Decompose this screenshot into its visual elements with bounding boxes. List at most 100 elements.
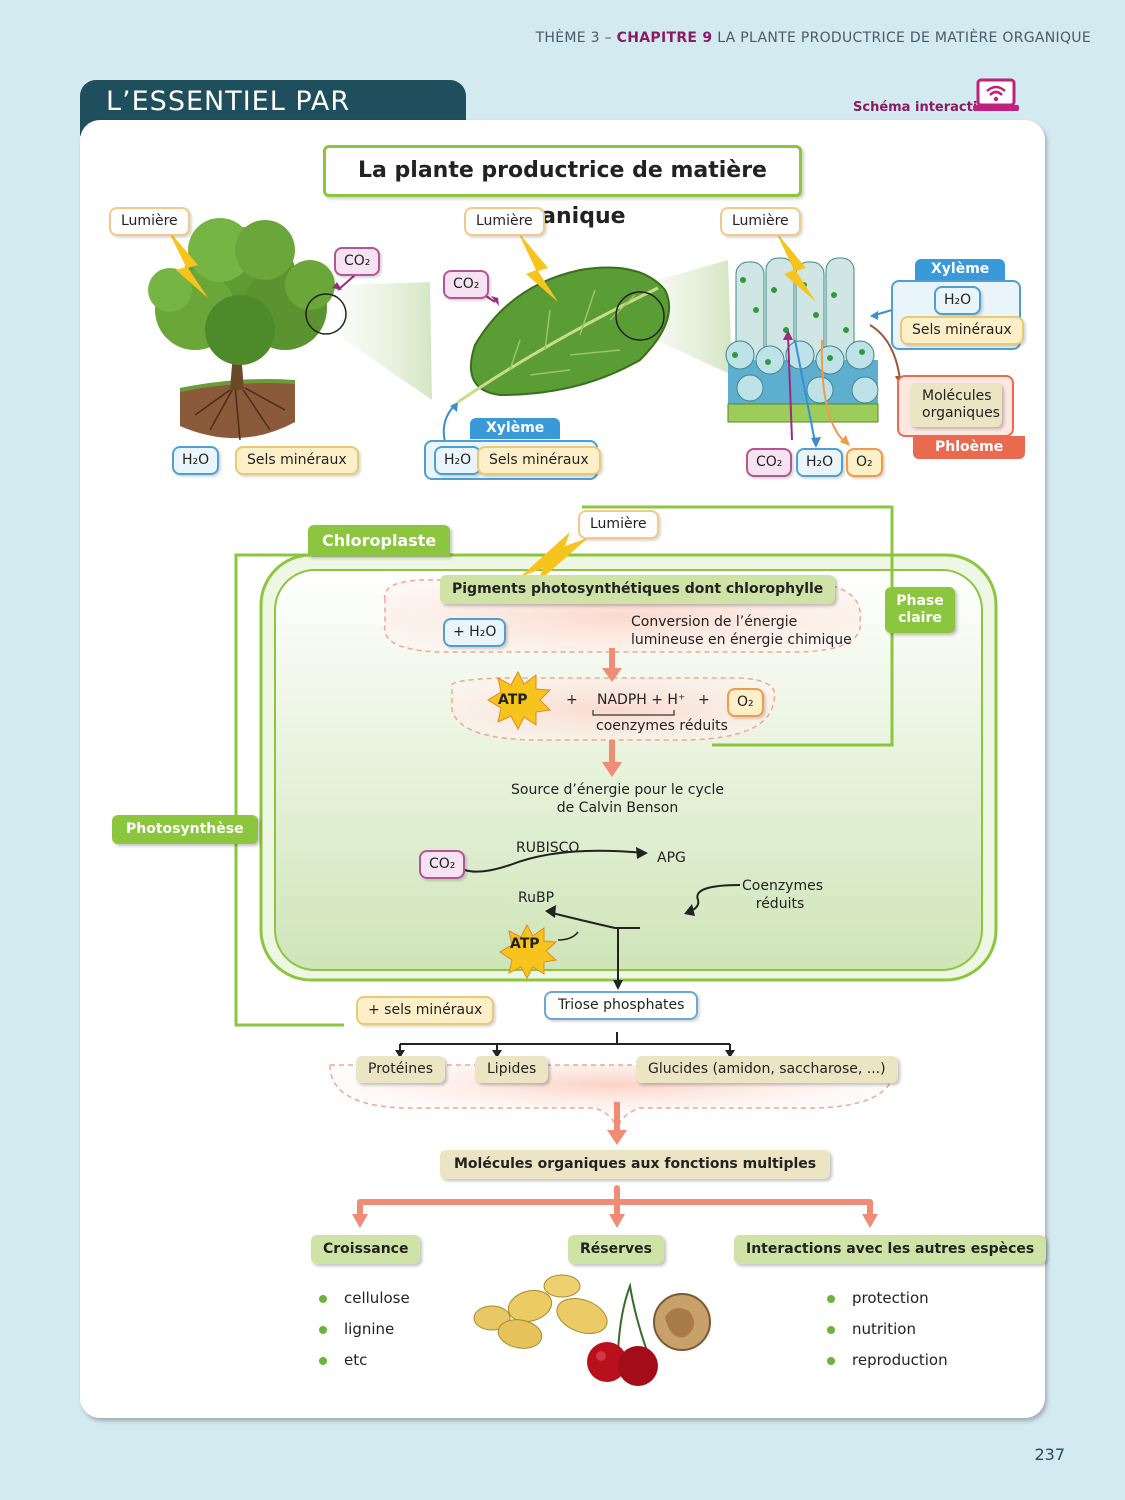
lumiere-label-cells: Lumière — [720, 207, 801, 236]
h2o-label-cells-out: H₂O — [796, 448, 844, 477]
zoom-circle-tree — [305, 293, 347, 335]
triose-label: Triose phosphates — [544, 991, 699, 1020]
products-diagram — [329, 1032, 896, 1228]
coenzymes-reduits-label: Coenzymes réduits — [742, 878, 824, 912]
xylem-arrow — [442, 404, 456, 443]
plant-illustrations — [148, 218, 905, 448]
xyleme-tab-cells: Xylème — [915, 259, 1006, 280]
header-chapter: CHAPITRE 9 — [616, 30, 713, 46]
lumiere-label-chloro: Lumière — [578, 510, 659, 539]
source-energie-text: Source d’énergie pour le cycle de Calvin… — [511, 782, 724, 816]
pigments-label: Pigments photosynthétiques dont chloroph… — [440, 575, 836, 604]
arrowheads — [352, 1214, 878, 1228]
o2-label-chloro: O₂ — [727, 688, 764, 717]
tree-canopy — [148, 218, 335, 365]
bracket — [592, 710, 675, 716]
apg-label: APG — [657, 850, 686, 866]
co2-leaf-arrow — [787, 334, 793, 441]
arrowhead — [450, 402, 458, 412]
interaction-item: reproduction — [827, 1351, 948, 1369]
coenzymes-arrow — [687, 884, 741, 913]
potatoes — [473, 1274, 608, 1349]
nadph-label: NADPH + H⁺ — [597, 692, 686, 708]
atp-burst-cycle — [499, 923, 558, 980]
reserves-illustration — [473, 1274, 711, 1386]
sels-mineraux-label: + sels minéraux — [356, 996, 495, 1025]
zoom-circle-leaf — [615, 291, 665, 341]
walnut — [653, 1293, 711, 1351]
arrowhead — [332, 282, 342, 290]
zoom-cone-tree — [342, 282, 432, 400]
lumiere-label-leaf: Lumière — [464, 207, 545, 236]
sels-label-cells: Sels minéraux — [900, 316, 1024, 345]
cherries — [587, 1282, 658, 1386]
conversion-text: Conversion de l’énergie lumineuse en éne… — [631, 614, 852, 648]
arrowhead — [607, 1130, 627, 1145]
glucides-label: Glucides (amidon, saccharose, ...) — [636, 1056, 898, 1083]
atp-burst — [487, 670, 552, 731]
coenzymes-label: coenzymes réduits — [596, 718, 728, 734]
h2o-leaf-arrow — [794, 339, 816, 443]
phloem-arrow — [869, 324, 901, 381]
product-branches — [399, 1032, 731, 1052]
leaf — [457, 266, 671, 404]
co2-label-cells: CO₂ — [746, 448, 793, 477]
h2o-label-leaf: H₂O — [434, 446, 482, 475]
interactive-link[interactable]: Schéma interactif — [853, 100, 983, 115]
rubisco-label: RUBISCO — [516, 840, 580, 856]
arrowhead — [811, 437, 821, 448]
arrowhead — [545, 905, 556, 918]
photosynthese-label: Photosynthèse — [112, 815, 258, 844]
interactions-label: Interactions avec les autres espèces — [734, 1235, 1047, 1264]
chloroplaste-label: Chloroplaste — [308, 525, 451, 557]
calvin-arrow-apg — [464, 849, 646, 873]
roots — [194, 384, 286, 441]
croissance-item: etc — [318, 1351, 368, 1369]
arrowhead — [870, 311, 878, 320]
croissance-item: lignine — [318, 1320, 395, 1338]
leaf-cells — [725, 257, 879, 423]
arrowhead — [783, 330, 793, 340]
page-number: 237 — [1034, 1445, 1065, 1464]
arrowhead — [613, 980, 623, 990]
running-header: THÈME 3 – CHAPITRE 9 LA PLANTE PRODUCTRI… — [536, 30, 1091, 46]
arrowhead — [840, 435, 850, 446]
phloeme-tab: Phloème — [913, 436, 1026, 459]
co2-arrow — [337, 274, 356, 291]
proteines-label: Protéines — [356, 1056, 445, 1083]
arrowhead — [491, 296, 499, 306]
header-theme: THÈME 3 – — [535, 30, 617, 46]
arrowhead — [602, 668, 622, 682]
plus-sign: + — [698, 692, 710, 708]
laptop-wifi-icon[interactable] — [972, 78, 1020, 114]
lipides-label: Lipides — [475, 1056, 549, 1083]
photosynthese-bracket — [234, 553, 344, 1027]
atp-cycle-label: ATP — [510, 936, 540, 952]
interaction-item: protection — [827, 1289, 929, 1307]
arrowhead — [602, 762, 622, 777]
croissance-label: Croissance — [311, 1235, 421, 1264]
h2o-label-cells: H₂O — [934, 286, 982, 315]
rubp-label: RuBP — [518, 890, 555, 906]
co2-label-leaf: CO₂ — [443, 270, 490, 299]
lightning-icon — [776, 232, 816, 302]
sels-label-tree: Sels minéraux — [235, 446, 359, 475]
line — [557, 931, 579, 941]
sels-label-leaf: Sels minéraux — [477, 446, 601, 475]
lumiere-label-tree: Lumière — [109, 207, 190, 236]
header-title: LA PLANTE PRODUCTRICE DE MATIÈRE ORGANIQ… — [712, 30, 1091, 46]
h2o-label-tree: H₂O — [172, 446, 220, 475]
molecules-multiples-label: Molécules organiques aux fonctions multi… — [440, 1150, 831, 1179]
plus-h2o-label: + H₂O — [443, 618, 507, 647]
plus-sign: + — [566, 692, 578, 708]
o2-arrow — [820, 339, 846, 443]
lightning-icon — [520, 532, 588, 582]
functions-branches — [357, 1185, 873, 1218]
arrowhead — [684, 904, 695, 916]
phase-claire-label: Phase claire — [885, 587, 955, 633]
o2-label-cells: O₂ — [846, 448, 883, 477]
xyleme-tab-leaf: Xylème — [470, 418, 561, 439]
reserves-label: Réserves — [568, 1235, 664, 1264]
atp-label: ATP — [498, 692, 528, 708]
lightning-icon — [168, 230, 208, 298]
